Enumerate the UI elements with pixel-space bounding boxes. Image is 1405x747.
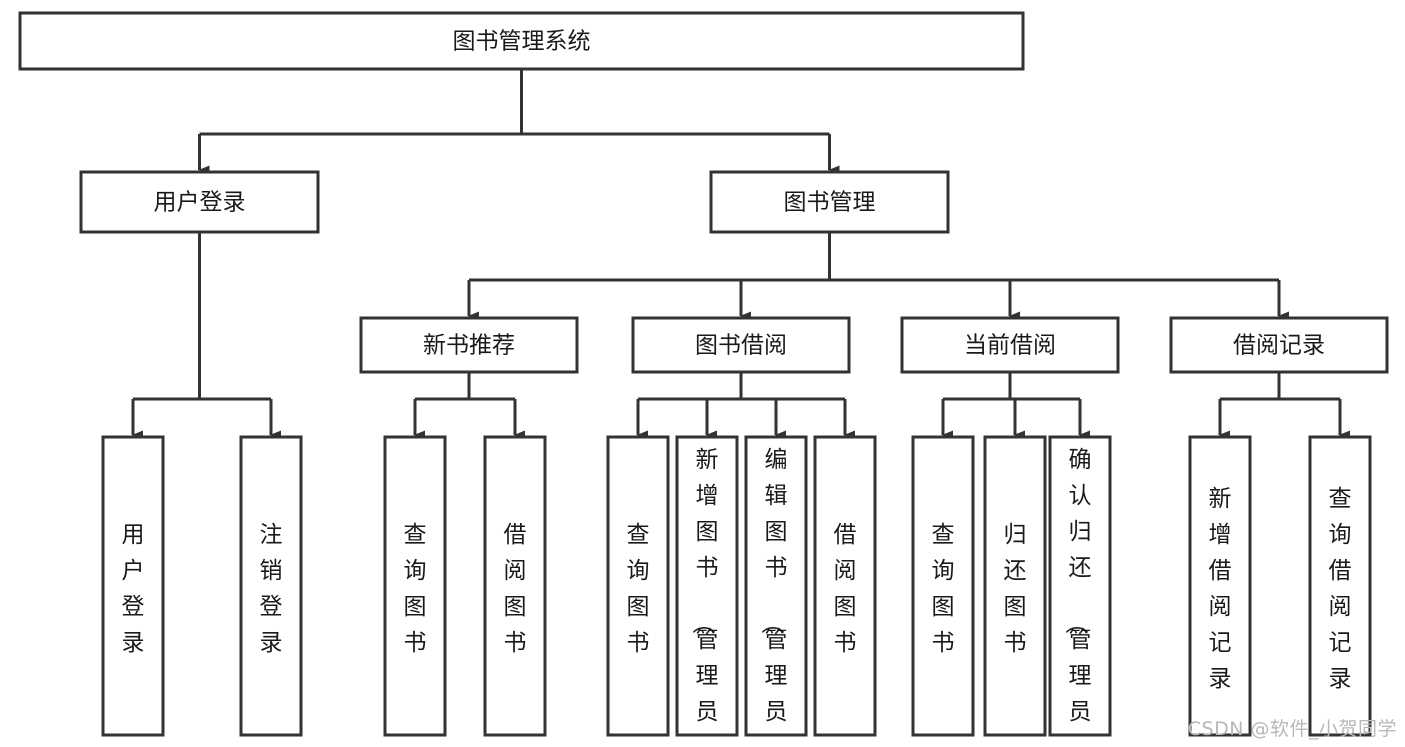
node-label-bookmgmt: 图书管理 xyxy=(784,190,876,216)
watermark-label: CSDN @软件_小贺同学 xyxy=(1187,718,1397,740)
node-label-l9: 查询图书 xyxy=(932,522,955,656)
node-newbook[interactable]: 新书推荐 xyxy=(359,316,579,374)
node-box-l12 xyxy=(1188,435,1252,737)
edge-group-root xyxy=(198,69,840,175)
node-l1[interactable]: 用户登录 xyxy=(101,435,165,737)
node-box-l3 xyxy=(383,435,447,737)
node-l9[interactable]: 查询图书 xyxy=(911,435,975,737)
node-l10[interactable]: 归还图书 xyxy=(983,435,1047,737)
node-box-records xyxy=(1169,316,1389,374)
node-label-l2: 注销登录 xyxy=(260,522,283,656)
node-label-l5: 查询图书 xyxy=(627,522,650,656)
node-l5[interactable]: 查询图书 xyxy=(606,435,670,737)
node-box-l13 xyxy=(1308,435,1372,737)
node-box-l1 xyxy=(101,435,165,737)
node-label-l11: 确认归还（管理员） xyxy=(1063,447,1092,747)
node-box-l5 xyxy=(606,435,670,737)
node-box-l6 xyxy=(675,435,739,737)
node-label-login: 用户登录 xyxy=(154,190,246,216)
node-l6[interactable]: 新增图书（管理员） xyxy=(675,435,739,747)
node-login[interactable]: 用户登录 xyxy=(79,170,320,234)
edge-group-login xyxy=(131,232,281,440)
node-l4[interactable]: 借阅图书 xyxy=(483,435,547,737)
node-label-l6: 新增图书（管理员） xyxy=(690,447,719,747)
node-l7[interactable]: 编辑图书（管理员） xyxy=(744,435,808,747)
node-box-l11 xyxy=(1048,435,1112,737)
edge-group-records xyxy=(1218,372,1350,440)
edge-group-bookmgmt xyxy=(467,232,1289,321)
node-label-l8: 借阅图书 xyxy=(834,522,857,656)
node-label-l7: 编辑图书（管理员） xyxy=(759,447,788,747)
node-label-l10: 归还图书 xyxy=(1004,522,1027,656)
node-layer: 图书管理系统用户登录图书管理新书推荐图书借阅当前借阅借阅记录用户登录注销登录查询… xyxy=(18,11,1389,747)
node-box-l8 xyxy=(813,435,877,737)
edge-group-borrow xyxy=(636,372,855,440)
node-label-records: 借阅记录 xyxy=(1233,333,1325,359)
node-box-l4 xyxy=(483,435,547,737)
node-box-l2 xyxy=(239,435,303,737)
node-l13[interactable]: 查询借阅记录 xyxy=(1308,435,1372,737)
node-label-newbook: 新书推荐 xyxy=(423,333,515,359)
node-label-l1: 用户登录 xyxy=(122,522,145,656)
node-box-login xyxy=(79,170,320,234)
node-records[interactable]: 借阅记录 xyxy=(1169,316,1389,374)
node-l3[interactable]: 查询图书 xyxy=(383,435,447,737)
node-label-l13: 查询借阅记录 xyxy=(1329,486,1352,692)
edge-layer xyxy=(131,69,1350,440)
node-box-root xyxy=(18,11,1025,71)
edge-group-current xyxy=(941,372,1090,440)
node-box-bookmgmt xyxy=(709,170,950,234)
node-current[interactable]: 当前借阅 xyxy=(900,316,1120,374)
node-l12[interactable]: 新增借阅记录 xyxy=(1188,435,1252,737)
node-borrow[interactable]: 图书借阅 xyxy=(631,316,851,374)
edge-group-newbook xyxy=(413,372,525,440)
node-label-l12: 新增借阅记录 xyxy=(1209,486,1232,692)
node-box-l7 xyxy=(744,435,808,737)
node-label-current: 当前借阅 xyxy=(964,333,1056,359)
node-l11[interactable]: 确认归还（管理员） xyxy=(1048,435,1112,747)
node-box-l10 xyxy=(983,435,1047,737)
node-box-l9 xyxy=(911,435,975,737)
node-label-borrow: 图书借阅 xyxy=(695,333,787,359)
node-label-root: 图书管理系统 xyxy=(453,29,591,55)
node-l2[interactable]: 注销登录 xyxy=(239,435,303,737)
node-label-l4: 借阅图书 xyxy=(504,522,527,656)
node-l8[interactable]: 借阅图书 xyxy=(813,435,877,737)
node-bookmgmt[interactable]: 图书管理 xyxy=(709,170,950,234)
node-label-l3: 查询图书 xyxy=(404,522,427,656)
node-root[interactable]: 图书管理系统 xyxy=(18,11,1025,71)
node-box-borrow xyxy=(631,316,851,374)
node-box-newbook xyxy=(359,316,579,374)
node-box-current xyxy=(900,316,1120,374)
